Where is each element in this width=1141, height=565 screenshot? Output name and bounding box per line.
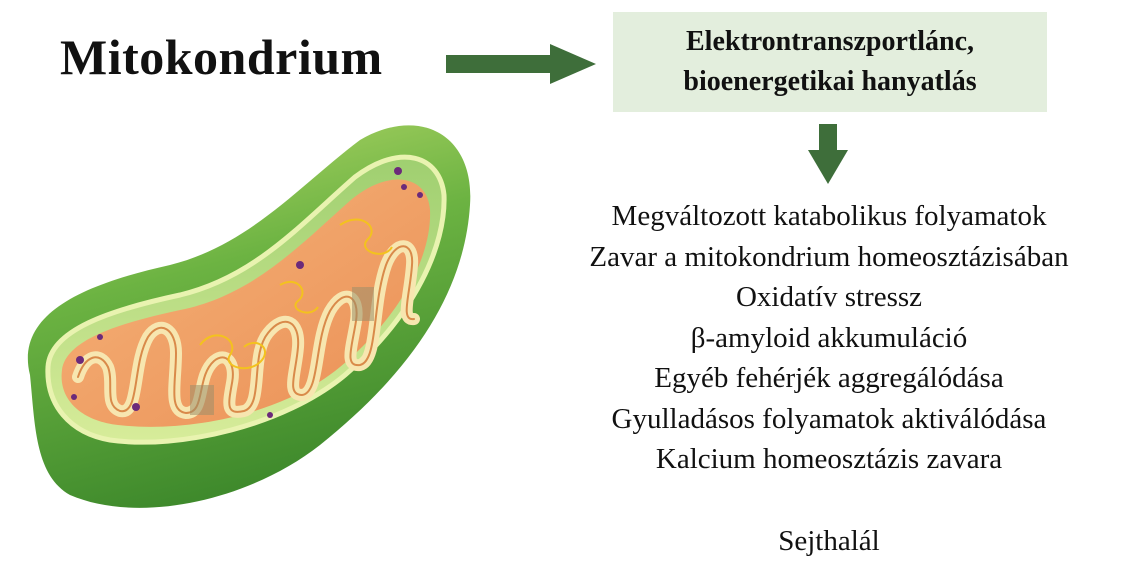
effect-item: Megváltozott katabolikus folyamatok [518, 196, 1140, 237]
effect-item: Zavar a mitokondrium homeosztázisában [518, 237, 1140, 278]
arrow-right-icon [446, 44, 596, 84]
granule [394, 167, 402, 175]
process-box: Elektrontranszportlánc, bioenergetikai h… [613, 12, 1047, 112]
granule [97, 334, 103, 340]
effect-item: Egyéb fehérjék aggregálódása [518, 358, 1140, 399]
granule [267, 412, 273, 418]
effect-item: β-amyloid akkumuláció [518, 318, 1140, 359]
atp-synthase-patch [190, 385, 214, 415]
granule [417, 192, 423, 198]
effect-item: Gyulladásos folyamatok aktiválódása [518, 399, 1140, 440]
mitochondrion-illustration [0, 115, 480, 535]
effect-item: Oxidatív stressz [518, 277, 1140, 318]
effects-list: Megváltozott katabolikus folyamatok Zava… [518, 196, 1140, 480]
effect-item: Kalcium homeosztázis zavara [518, 439, 1140, 480]
atp-synthase-patch [352, 287, 374, 321]
granule [132, 403, 140, 411]
granule [76, 356, 84, 364]
final-outcome: Sejthalál [518, 523, 1140, 559]
arrow-down-icon [808, 124, 848, 184]
process-box-line-2: bioenergetikai hanyatlás [683, 62, 976, 102]
granule [296, 261, 304, 269]
granule [71, 394, 77, 400]
granule [401, 184, 407, 190]
process-box-line-1: Elektrontranszportlánc, [686, 22, 974, 62]
page-title: Mitokondrium [60, 28, 383, 86]
